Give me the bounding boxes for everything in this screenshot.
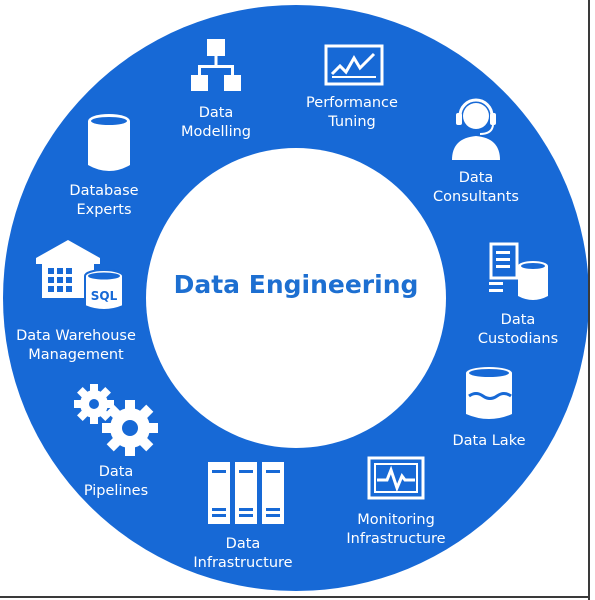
headset-person-icon <box>452 98 500 160</box>
server-racks-icon <box>208 462 284 524</box>
label-data-custodians: Data Custodians <box>477 312 559 347</box>
warehouse-sql-icon: SQL <box>36 240 124 311</box>
label-performance-tuning: Performance Tuning <box>306 95 398 130</box>
monitor-pulse-icon <box>367 456 425 500</box>
hierarchy-icon <box>191 39 241 91</box>
inner-circle <box>146 148 446 448</box>
label-data-modelling: Data Modelling <box>181 105 251 140</box>
label-monitoring-infrastructure: Monitoring Infrastructure <box>346 512 446 547</box>
label-data-infrastructure: Data Infrastructure <box>193 536 293 571</box>
label-data-lake: Data Lake <box>452 433 526 449</box>
label-data-warehouse-management: Data Warehouse Management <box>16 328 136 363</box>
frame-edge-bottom <box>0 596 590 598</box>
label-data-pipelines: Data Pipelines <box>83 464 149 499</box>
database-icon <box>88 114 130 171</box>
lake-cylinder-icon <box>466 367 512 419</box>
diagram-title: Data Engineering <box>173 270 419 299</box>
sql-badge: SQL <box>91 289 118 303</box>
frame-edge-right <box>588 0 590 600</box>
label-database-experts: Database Experts <box>69 183 139 218</box>
performance-chart-icon <box>324 44 384 86</box>
document-database-icon <box>489 242 548 300</box>
gears-icon <box>74 384 158 456</box>
label-data-consultants: Data Consultants <box>433 170 519 205</box>
